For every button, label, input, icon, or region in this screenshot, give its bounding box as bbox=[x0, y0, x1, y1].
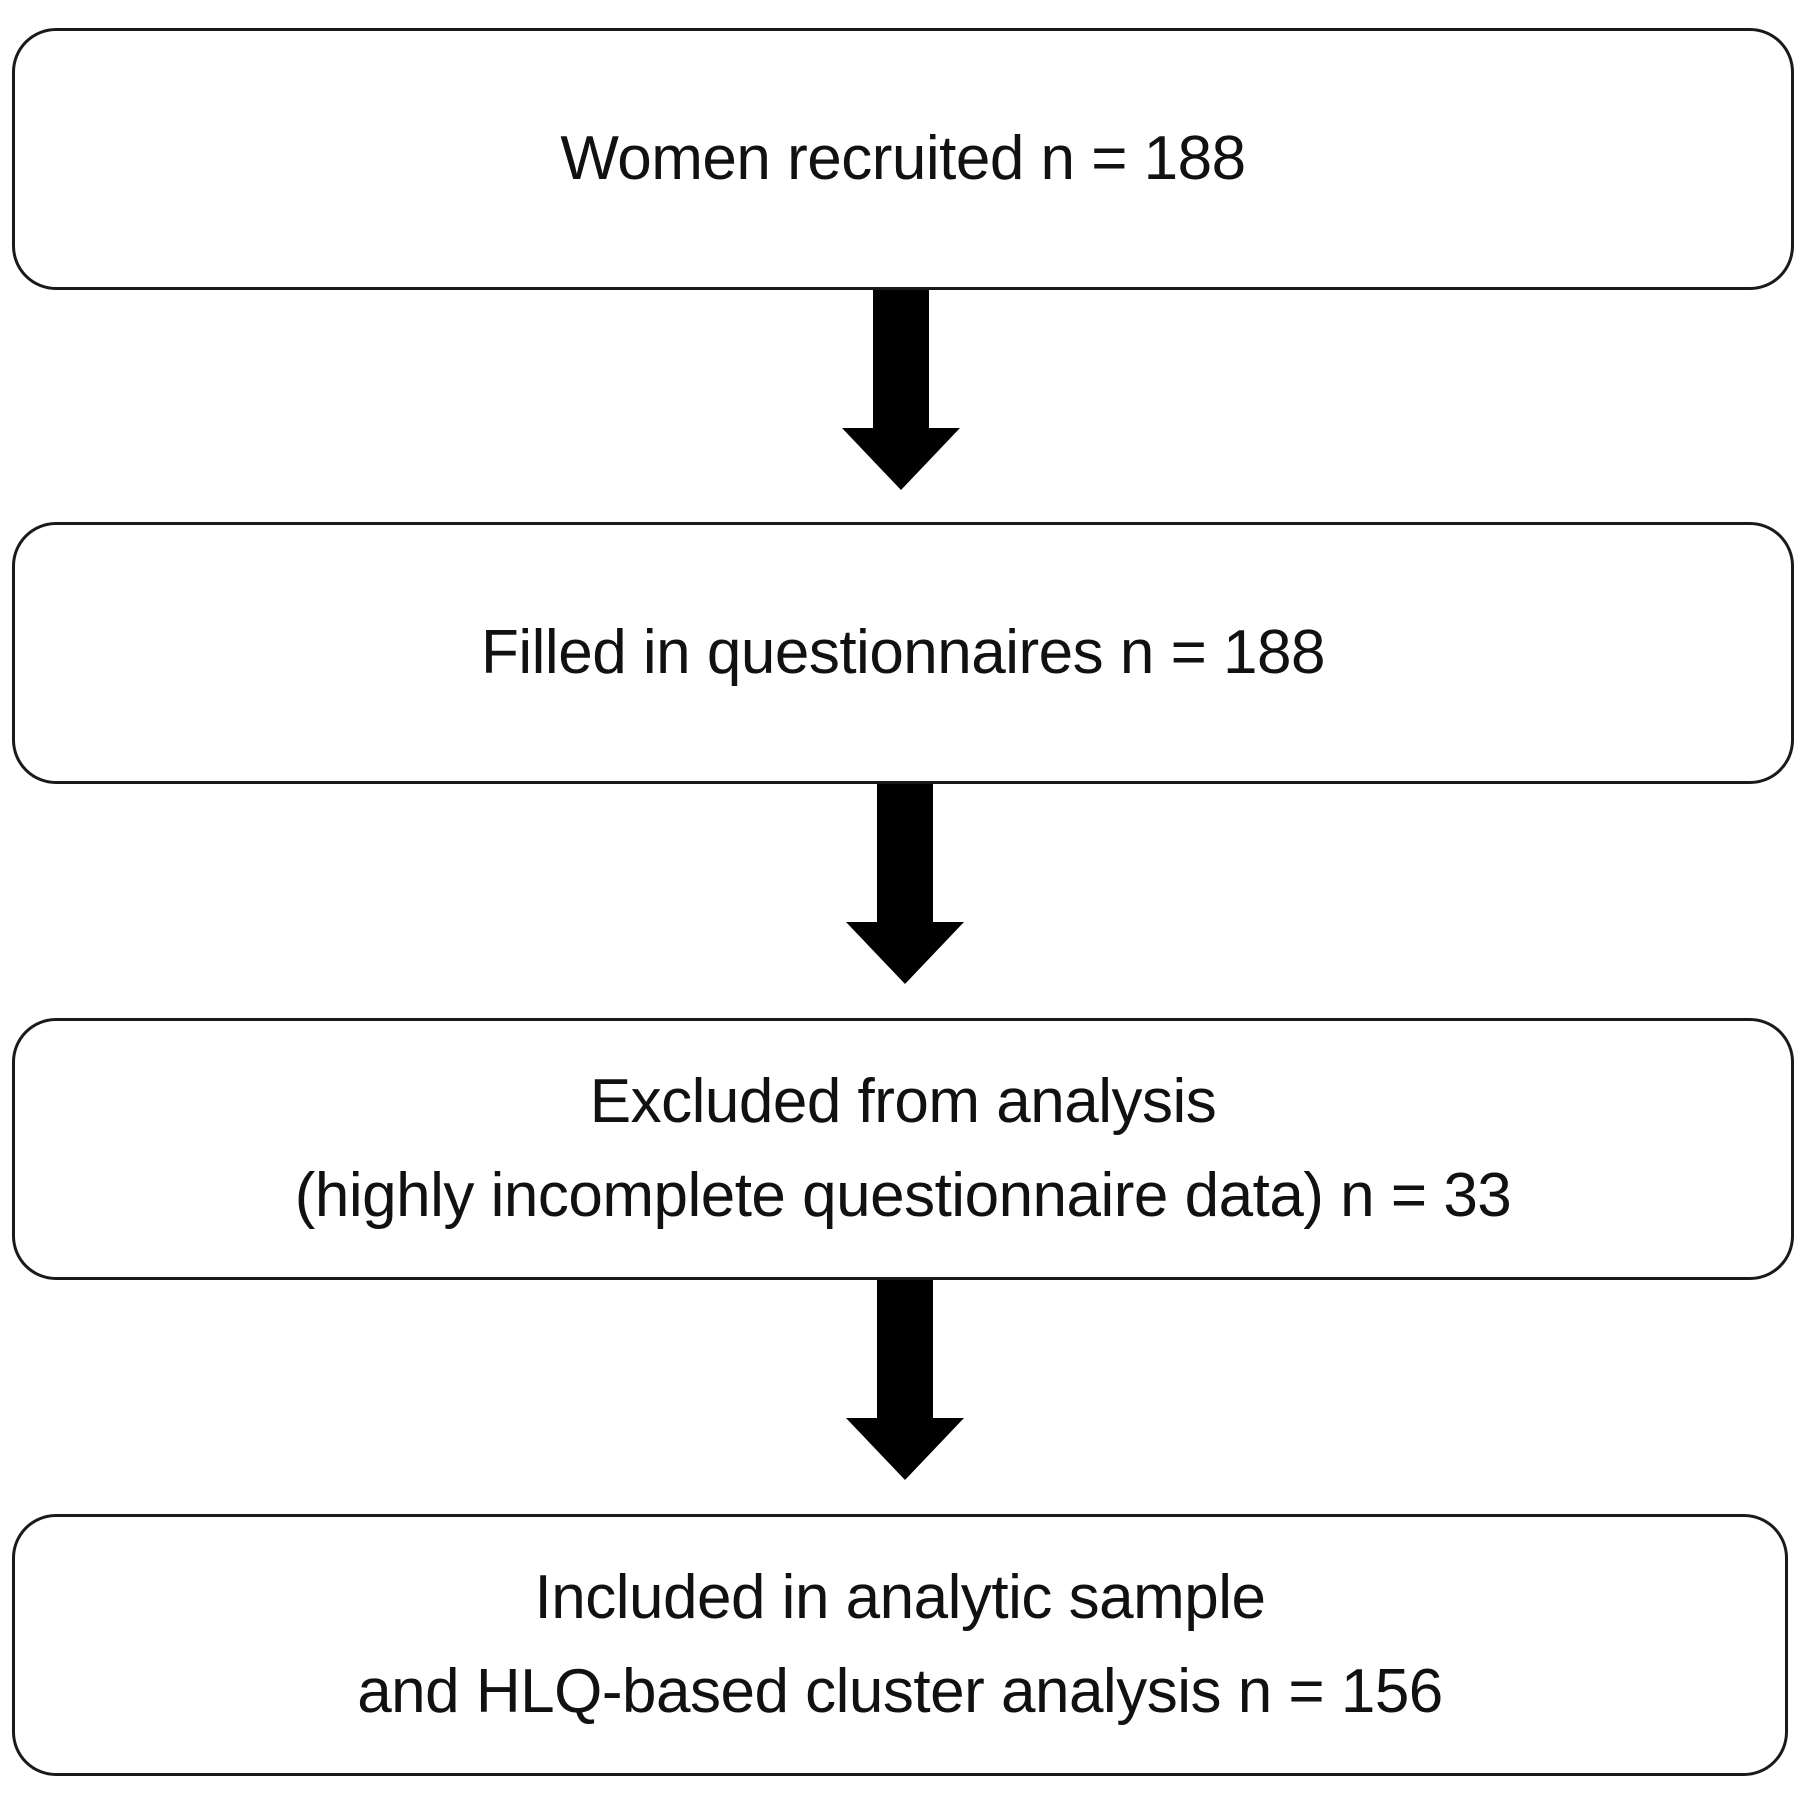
box-included-in-sample: Included in analytic sample and HLQ-base… bbox=[12, 1514, 1788, 1776]
box-included-line-1: Included in analytic sample bbox=[534, 1563, 1266, 1632]
arrow-down-3 bbox=[846, 1280, 964, 1480]
arrow-down-1 bbox=[842, 290, 960, 490]
box-women-recruited: Women recruited n = 188 bbox=[12, 28, 1794, 290]
box-excluded-line-2: (highly incomplete questionnaire data) n… bbox=[294, 1161, 1512, 1230]
box-included-line-2: and HLQ-based cluster analysis n = 156 bbox=[357, 1657, 1443, 1726]
box-excluded-line-1: Excluded from analysis bbox=[589, 1067, 1217, 1136]
arrow-down-2 bbox=[846, 784, 964, 984]
box-women-recruited-label: Women recruited n = 188 bbox=[560, 124, 1246, 193]
box-filled-questionnaires: Filled in questionnaires n = 188 bbox=[12, 522, 1794, 784]
box-excluded-from-analysis: Excluded from analysis (highly incomplet… bbox=[12, 1018, 1794, 1280]
box-filled-questionnaires-label: Filled in questionnaires n = 188 bbox=[481, 618, 1325, 687]
